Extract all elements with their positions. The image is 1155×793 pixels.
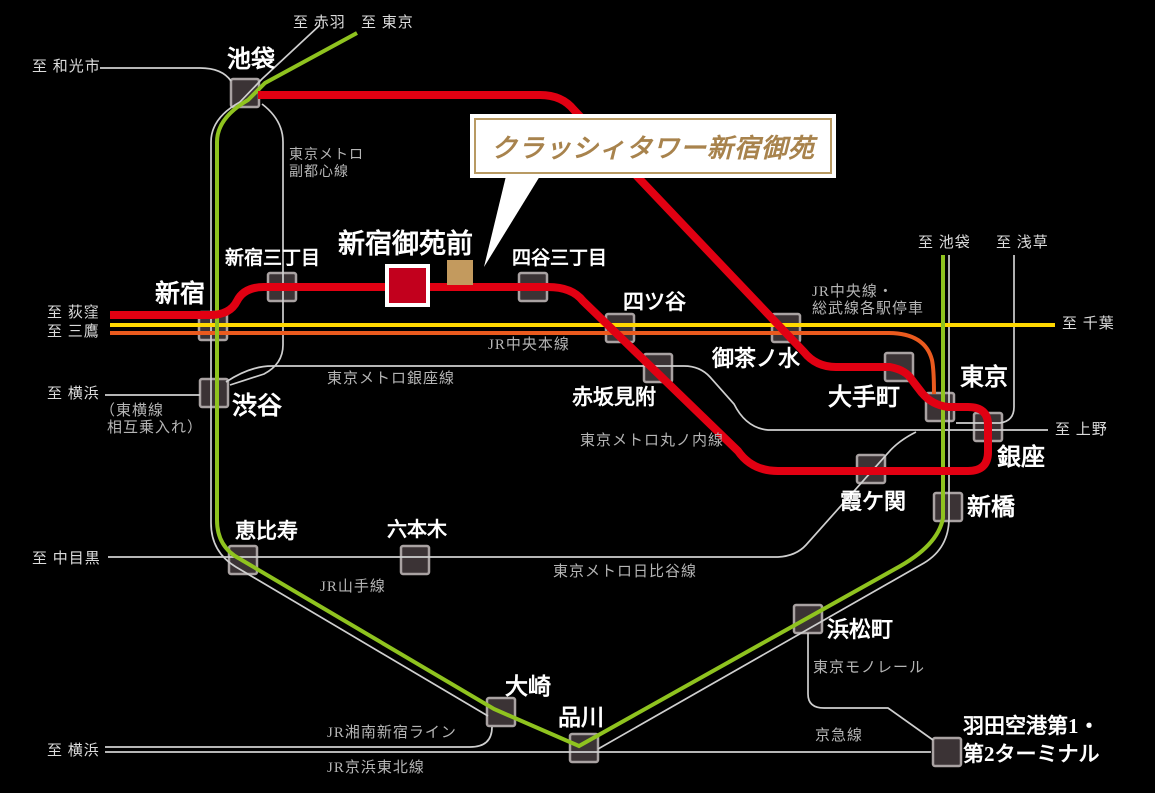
terminal-label-ikebukuro-dir: 至 池袋 [918,235,971,251]
station-box-roppongi [399,544,431,576]
station-label-haneda-line2: 第2ターミナル [963,742,1100,766]
shinjuku-gyoemmae-station-marker [385,264,430,307]
line-label-marunouchi: 東京メトロ丸ノ内線 [580,433,725,449]
line-label-yamanote: JR山手線 [320,579,386,595]
terminal-label-yokohama-jr: 至 横浜 [47,743,100,759]
station-label-shinjuku-sanchome: 新宿三丁目 [225,248,321,269]
station-label-roppongi: 六本木 [387,519,447,541]
terminal-label-ogikubo: 至 荻窪 [47,305,100,321]
property-callout-label: クラッシィタワー新宿御苑 [474,118,832,174]
marunouchi-line-path [110,91,992,475]
line-label-shonan-shinjuku: JR湘南新宿ライン [327,725,457,741]
station-label-haneda-line1: 羽田空港第1・ [963,714,1100,738]
station-box-shimbashi [932,491,964,523]
wakoshi-line-path [100,67,232,82]
terminal-label-ueno: 至 上野 [1055,422,1108,438]
station-label-ochanomizu: 御茶ノ水 [712,346,801,371]
station-label-shinjuku-gyoemmae: 新宿御苑前 [338,229,473,259]
line-label-fukutoshin-line1: 東京メトロ [289,148,364,163]
line-label-ginza-line: 東京メトロ銀座線 [327,371,456,387]
station-label-osaki: 大崎 [505,674,551,699]
hibiya-line-path [108,431,917,558]
line-label-chuo-sobu-line2: 総武線各駅停車 [812,301,925,317]
line-label-keihin-tohoku: JR京浜東北線 [327,760,425,776]
terminal-label-chiba: 至 千葉 [1062,316,1115,332]
station-label-kasumigaseki: 霞ケ関 [840,489,907,514]
line-label-hibiya: 東京メトロ日比谷線 [553,564,698,580]
line-label-keikyu: 京急線 [815,728,864,744]
terminal-label-wakoshi: 至 和光市 [32,59,101,75]
asakusa-branch-path [956,255,1015,424]
property-gold-marker [447,260,473,285]
chuo-rapid-line-path [110,331,936,395]
terminal-label-nakameguro: 至 中目黒 [32,551,101,567]
line-label-chuo-sobu-line1: JR中央線・ [812,284,894,300]
gray-lines [100,24,1048,753]
property-callout: クラッシィタワー新宿御苑 [470,114,836,178]
station-label-ebisu: 恵比寿 [235,519,298,543]
station-label-shinagawa: 品川 [558,705,604,730]
callout-pointer [484,176,540,267]
station-label-shinjuku: 新宿 [155,281,206,308]
station-label-yotsuya-sanchome: 四谷三丁目 [512,248,608,269]
station-label-ikebukuro: 池袋 [227,47,275,73]
terminal-label-akabane: 至 赤羽 [293,15,346,31]
ginza-line-path [225,365,1048,431]
fukutoshin-line-path [229,103,284,386]
terminal-label-mitaka: 至 三鷹 [47,324,100,340]
station-box-shibuya [198,377,230,409]
yamanote-line-path [215,31,945,749]
station-label-tokyo: 東京 [960,365,1008,391]
saikyo-line-path [210,24,489,717]
shonan-shinjuku-path [105,726,493,748]
line-label-fukutoshin-line2: 副都心線 [289,165,349,180]
line-label-toyoko-note-line2: 相互乗入れ） [107,420,204,436]
station-label-yotsuya: 四ツ谷 [623,290,686,314]
station-label-hamamatsucho: 浜松町 [827,617,894,642]
station-label-shimbashi: 新橋 [967,495,1015,521]
terminal-label-asakusa: 至 浅草 [996,235,1049,251]
line-label-monorail: 東京モノレール [813,660,926,676]
line-label-chuo-main: JR中央本線 [488,337,570,353]
terminal-label-tokyo-dir: 至 東京 [361,15,414,31]
terminal-label-yokohama-toyoko: 至 横浜 [47,386,100,402]
keihin-north-path [597,255,950,750]
station-label-otemachi: 大手町 [828,385,900,411]
station-label-ginza: 銀座 [997,445,1045,471]
monorail-path [807,633,934,741]
station-label-shibuya: 渋谷 [232,393,283,420]
station-box-haneda [931,736,963,768]
line-label-toyoko-note-line1: （東横線 [100,403,165,419]
station-label-akasaka-mitsuke: 赤坂見附 [572,385,656,409]
